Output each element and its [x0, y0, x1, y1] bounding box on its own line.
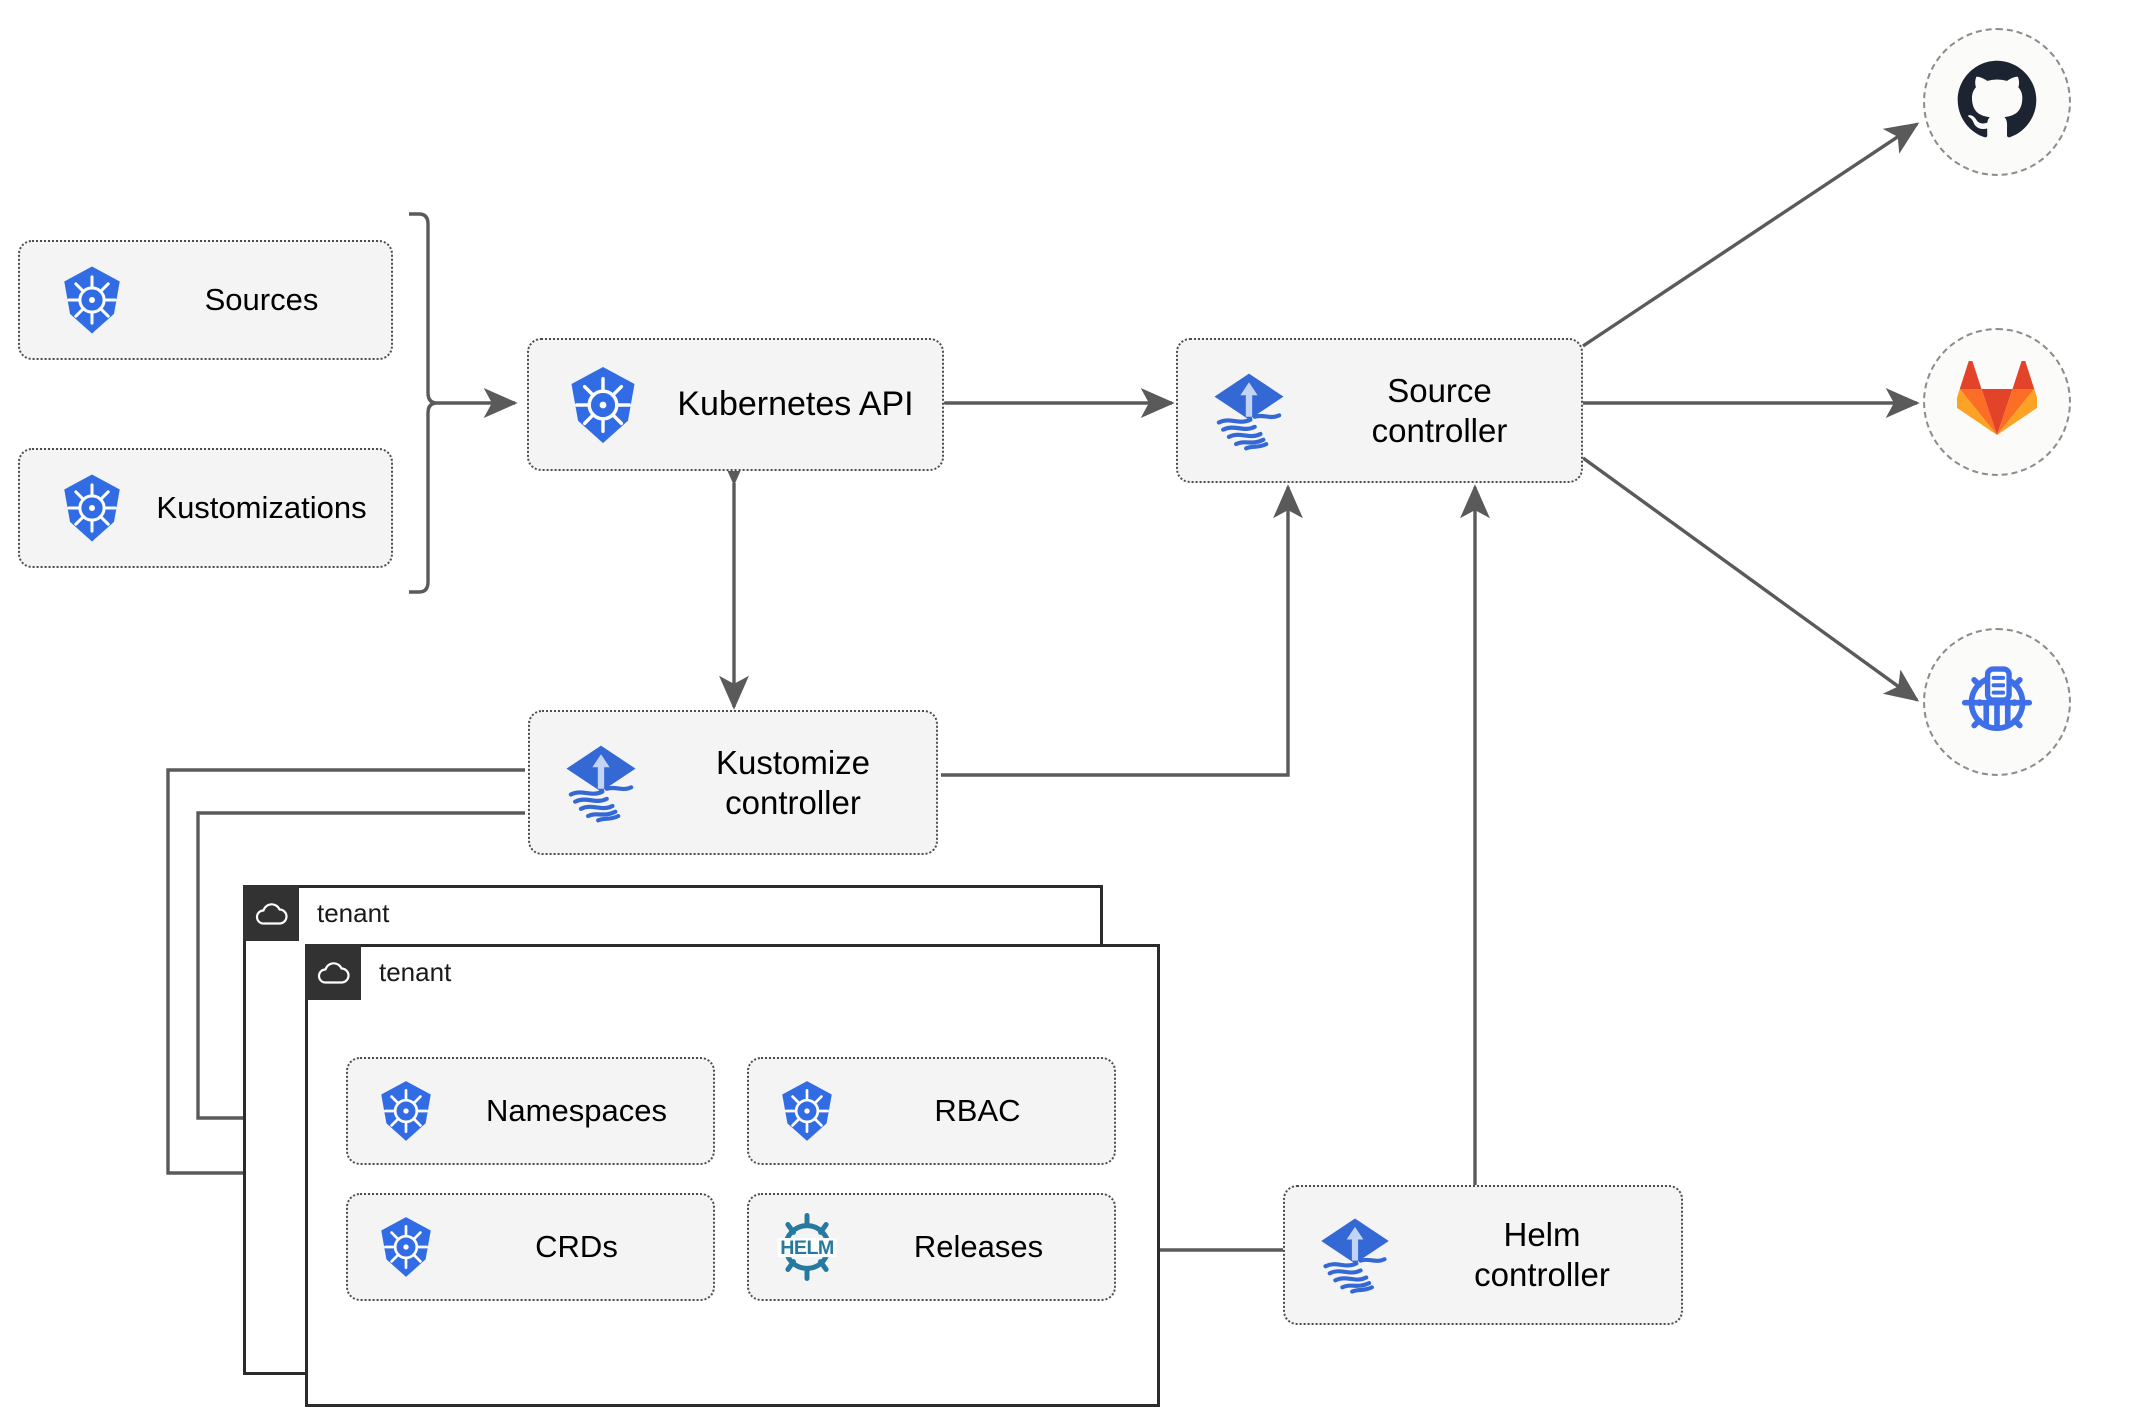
edge-source-github: [1582, 122, 1920, 348]
tenant-title: tenant: [379, 956, 452, 987]
tenant-header: tenant: [305, 944, 451, 1000]
node-label: Sources: [204, 282, 319, 318]
resource-cell: CRDs: [346, 1193, 715, 1301]
resource-cell: HELM Releases: [747, 1193, 1116, 1301]
resource-cell: RBAC: [747, 1057, 1116, 1165]
group-bracket: [409, 212, 438, 594]
node-label: Namespaces: [486, 1093, 667, 1129]
tenant-panel-inner[interactable]: tenant: [305, 944, 1160, 1407]
node-label: CRDs: [535, 1229, 618, 1265]
node-namespaces[interactable]: Namespaces: [346, 1057, 715, 1165]
flux-icon: [1194, 365, 1304, 457]
kubernetes-icon: [46, 471, 138, 545]
node-kustomizations[interactable]: Kustomizations: [18, 448, 393, 568]
tenant-title: tenant: [317, 897, 390, 928]
provider-gitlab[interactable]: [1923, 328, 2071, 476]
node-releases[interactable]: HELM Releases: [747, 1193, 1116, 1301]
kubernetes-icon: [366, 1078, 446, 1144]
cloud-icon: [243, 885, 299, 941]
node-helm-controller[interactable]: Helm controller: [1283, 1185, 1683, 1325]
node-crds[interactable]: CRDs: [346, 1193, 715, 1301]
github-icon: [1956, 59, 2038, 146]
kubernetes-icon: [366, 1214, 446, 1280]
tenant-header: tenant: [243, 885, 389, 941]
kubernetes-icon: [767, 1078, 847, 1144]
tenant-resource-grid: Namespaces: [346, 1057, 1116, 1301]
node-source-controller[interactable]: Source controller: [1176, 338, 1583, 483]
node-sources[interactable]: Sources: [18, 240, 393, 360]
kubernetes-icon: [551, 363, 655, 447]
flux-icon: [1301, 1210, 1409, 1300]
provider-github[interactable]: [1923, 28, 2071, 176]
gitlab-icon: [1954, 358, 2040, 444]
node-kubernetes-api[interactable]: Kubernetes API: [527, 338, 944, 471]
node-kustomize-controller[interactable]: Kustomize controller: [528, 710, 938, 855]
edge-kustomize-source: [941, 484, 1303, 777]
edge-source-helmrepo: [1582, 456, 1920, 702]
provider-helm-repository[interactable]: [1923, 628, 2071, 776]
node-rbac[interactable]: RBAC: [747, 1057, 1116, 1165]
helm-chart-repository-icon: [1954, 657, 2040, 748]
node-label: RBAC: [934, 1093, 1021, 1129]
flux-icon: [546, 737, 656, 829]
node-label: Kubernetes API: [677, 385, 914, 424]
resource-cell: Namespaces: [346, 1057, 715, 1165]
node-label: Releases: [913, 1229, 1044, 1265]
helm-icon: HELM: [765, 1211, 849, 1283]
svg-text:HELM: HELM: [780, 1237, 834, 1259]
cloud-icon: [305, 944, 361, 1000]
kubernetes-icon: [46, 263, 138, 337]
node-label: Helm controller: [1474, 1216, 1610, 1293]
node-label: Kustomizations: [156, 490, 367, 526]
node-label: Kustomize controller: [715, 743, 871, 821]
node-label: Source controller: [1371, 371, 1508, 449]
